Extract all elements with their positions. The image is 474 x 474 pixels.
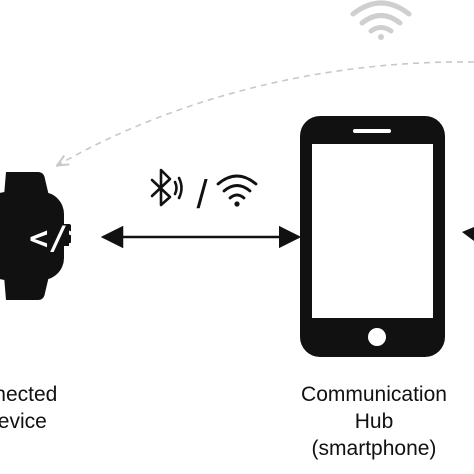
communication-hub-label-line1: Communication — [301, 383, 447, 406]
smartwatch-icon — [0, 172, 71, 300]
communication-hub-label: Communication Hub (smartphone) — [274, 381, 474, 462]
communication-hub-label-line3: (smartphone) — [311, 437, 437, 460]
wifi-signal-icon — [350, 0, 412, 40]
communication-hub-label-line2: Hub — [354, 410, 394, 433]
wifi-icon — [216, 174, 258, 207]
dashed-return-arrow — [58, 61, 474, 165]
incoming-arrow-partial — [462, 227, 474, 241]
code-glyph: </> — [29, 219, 87, 257]
connected-device-label-line1: nnected — [0, 383, 58, 406]
link-separator: / — [196, 173, 208, 217]
bluetooth-icon — [150, 168, 183, 207]
connected-device-label: nnected levice — [0, 381, 100, 435]
smartphone-icon — [300, 116, 445, 357]
connected-device-label-line2: levice — [0, 410, 47, 433]
